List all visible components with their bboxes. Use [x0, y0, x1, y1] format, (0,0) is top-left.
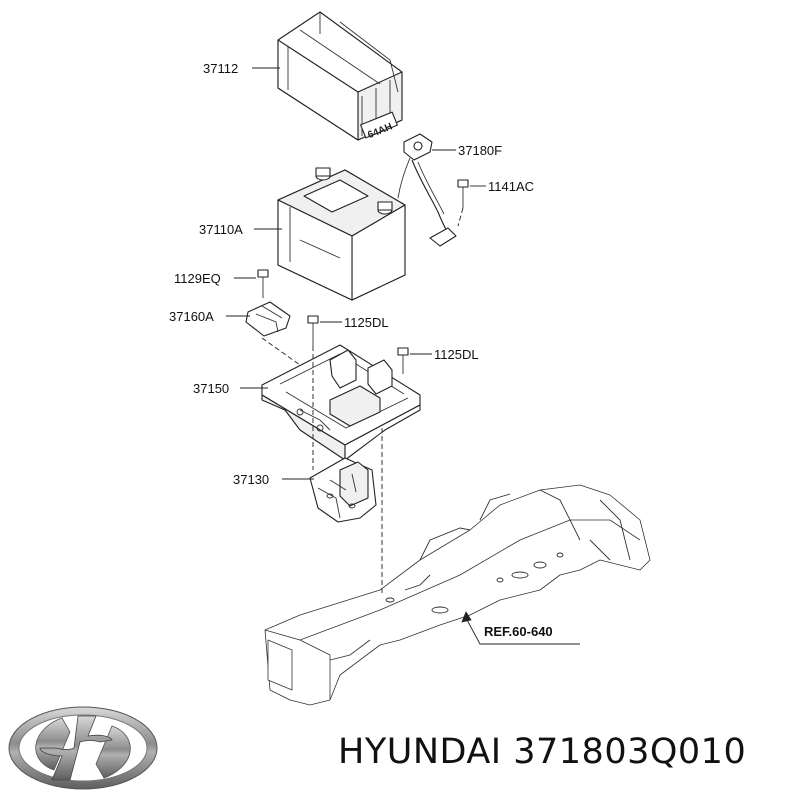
part-caption: HYUNDAI 371803Q010: [338, 732, 746, 772]
caption-brand: HYUNDAI: [338, 732, 502, 772]
bolt-1129EQ: [257, 269, 269, 298]
bolt-1125DL-left: [307, 315, 319, 346]
battery-clamp-37160A: [245, 301, 291, 337]
tray-bracket-37130: [309, 457, 377, 523]
label-1125DL-right: 1125DL: [434, 347, 479, 362]
label-37150: 37150: [193, 381, 229, 396]
part-labels: 37112 37180F 1141AC 37110A 1129EQ 37160A…: [169, 61, 553, 639]
label-37180F: 37180F: [458, 143, 502, 158]
label-1141AC: 1141AC: [488, 179, 534, 194]
hyundai-logo-icon: [8, 706, 158, 790]
label-37130: 37130: [233, 472, 269, 487]
label-37112: 37112: [203, 61, 238, 76]
bolt-1141AC: [457, 179, 469, 208]
caption-part-number: 371803Q010: [513, 732, 747, 772]
battery-sensor-37180F: [397, 133, 457, 247]
label-1129EQ: 1129EQ: [174, 271, 221, 286]
label-1125DL-left: 1125DL: [344, 315, 389, 330]
battery-tray-37150: [261, 344, 421, 461]
battery-37110A: [277, 167, 406, 301]
label-37110A: 37110A: [199, 222, 243, 237]
bolt-1125DL-right: [397, 347, 409, 374]
label-reference: REF.60-640: [484, 624, 553, 639]
battery-cover-37112: 64AH: [277, 11, 403, 141]
label-37160A: 37160A: [169, 309, 214, 324]
leader-lines: [226, 67, 580, 645]
vehicle-frame-ref: [264, 484, 651, 706]
assembly-dashed-lines: [261, 207, 464, 595]
